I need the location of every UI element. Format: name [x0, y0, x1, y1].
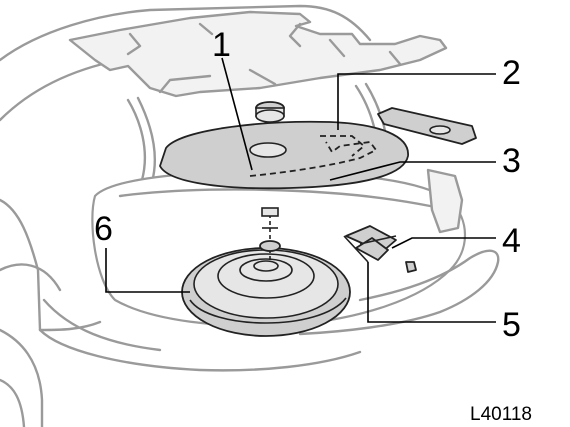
leader-lines [105, 57, 496, 323]
jack-handle-dashed [320, 135, 366, 157]
figure-code: L40118 [470, 404, 532, 425]
wheel-cap [255, 101, 285, 123]
callout-6: 6 [94, 210, 113, 248]
car-body [0, 4, 500, 427]
tool-bag [377, 107, 477, 145]
callout-2: 2 [502, 54, 521, 92]
callout-3: 3 [502, 142, 521, 180]
floor-cover-dashed-outline [249, 141, 378, 177]
trunk-lid [68, 10, 448, 98]
tail-lamp [426, 168, 464, 234]
hold-down-bolt [259, 207, 281, 262]
jack-handle [343, 235, 417, 273]
callout-4: 4 [502, 222, 521, 260]
spare-tire [181, 247, 351, 337]
callout-labels: 1 2 3 4 5 6 [94, 26, 521, 344]
tire-cover-board [159, 120, 409, 190]
callout-5: 5 [502, 306, 521, 344]
jack [345, 225, 397, 261]
callout-1: 1 [212, 26, 231, 64]
